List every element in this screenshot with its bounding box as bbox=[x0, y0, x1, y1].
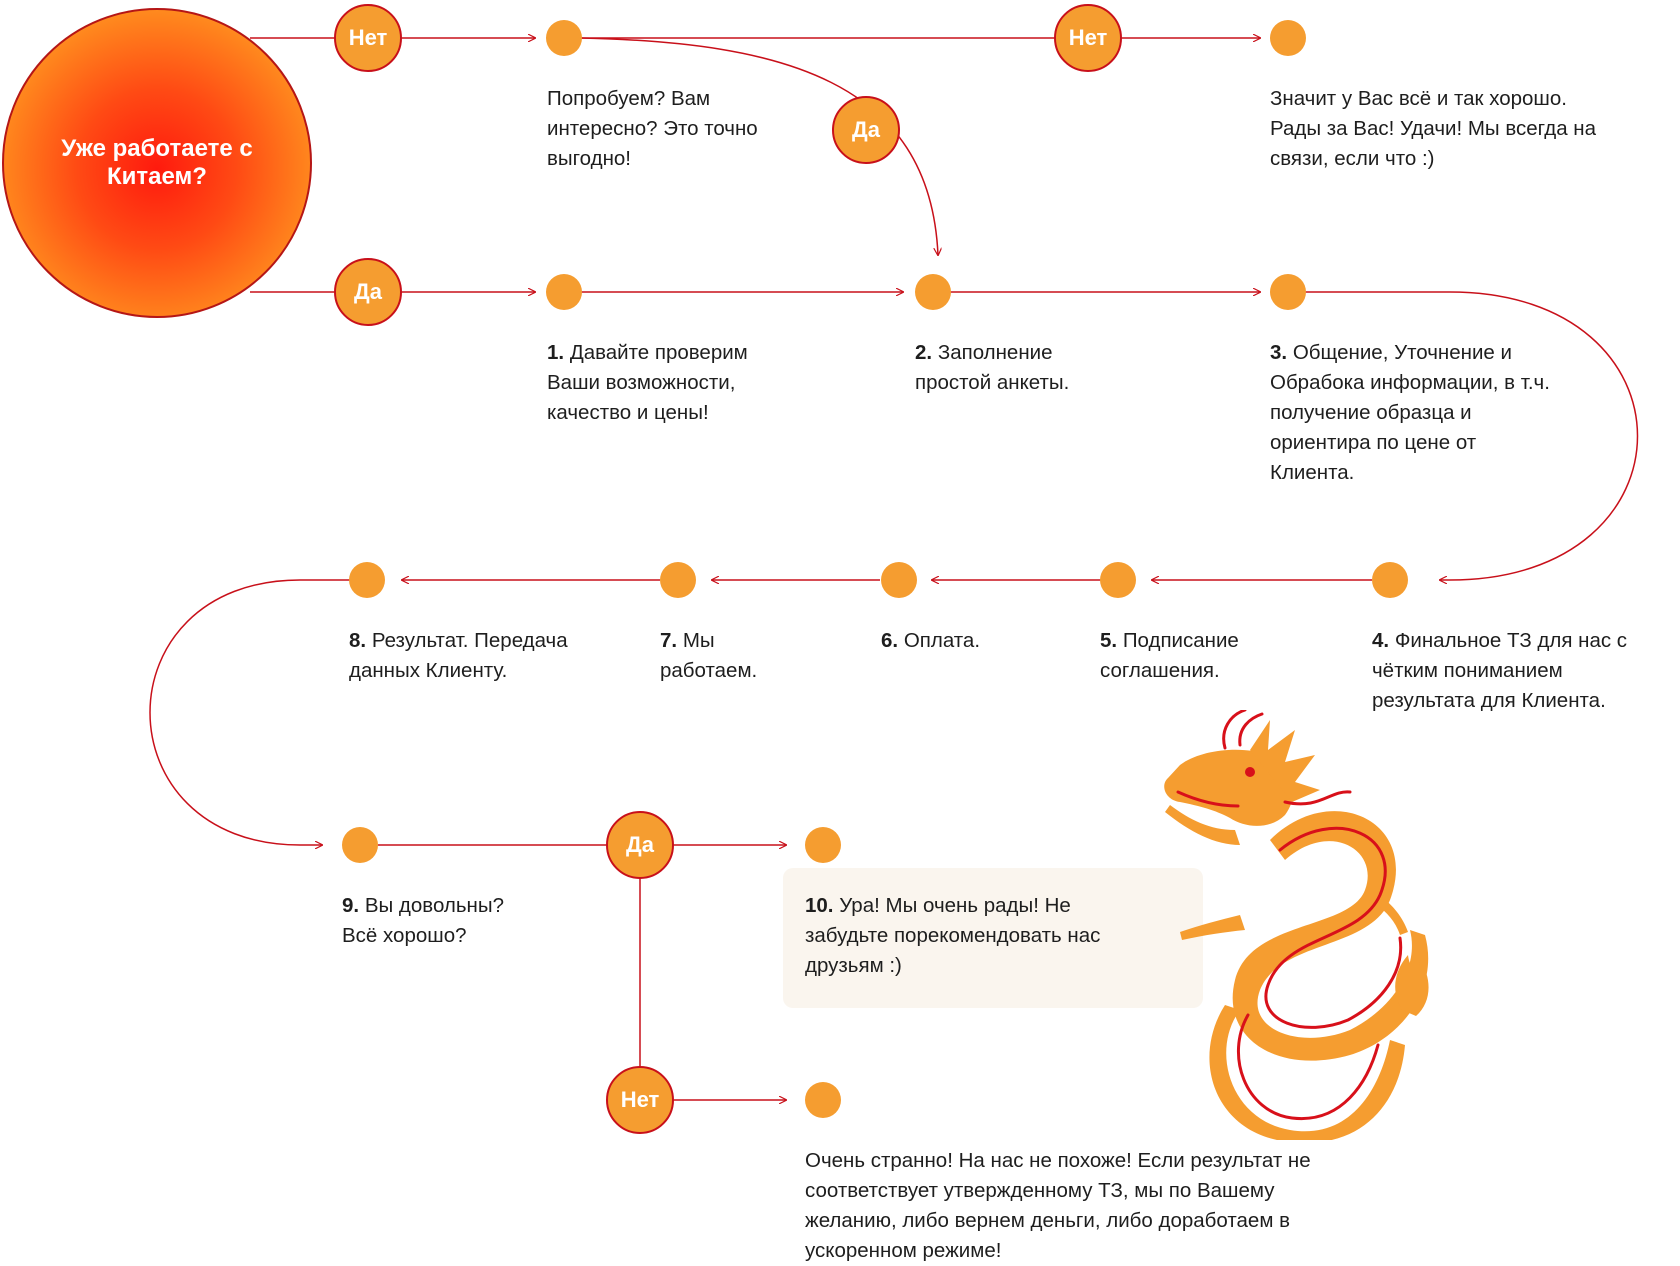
step-5-label: Подписание соглашения. bbox=[1100, 629, 1239, 682]
node-fine bbox=[1270, 20, 1306, 56]
step-10-card bbox=[783, 868, 1203, 1008]
node-step-5 bbox=[1100, 562, 1136, 598]
node-step-8 bbox=[349, 562, 385, 598]
step-3-text: 3. Общение, Уточнение и Обрабока информа… bbox=[1270, 338, 1560, 488]
step-8-number: 8. bbox=[349, 629, 367, 652]
node-strange bbox=[805, 1082, 841, 1118]
line-step8-step9-loop bbox=[149, 579, 367, 845]
step-10-text: 10. Ура! Мы очень рады! Не забудьте поре… bbox=[805, 891, 1115, 981]
step-4-number: 4. bbox=[1372, 629, 1390, 652]
step-2-number: 2. bbox=[915, 341, 933, 364]
badge-yes-try: Да bbox=[832, 96, 900, 164]
badge-yes-satisfied: Да bbox=[606, 811, 674, 879]
step-5-number: 5. bbox=[1100, 629, 1118, 652]
start-label: Уже работаете с Китаем? bbox=[61, 135, 253, 190]
badge-yes-start: Да bbox=[334, 258, 402, 326]
text-strange: Очень странно! На нас не похоже! Если ре… bbox=[805, 1149, 1311, 1262]
step-8-text: 8. Результат. Передача данных Клиенту. bbox=[349, 626, 569, 686]
step-6-label: Оплата. bbox=[903, 629, 981, 652]
step-10-number: 10. bbox=[805, 894, 834, 917]
step-1-number: 1. bbox=[547, 341, 565, 364]
node-step-10 bbox=[805, 827, 841, 863]
node-step-3 bbox=[1270, 274, 1306, 310]
step-7-number: 7. bbox=[660, 629, 678, 652]
node-try bbox=[546, 20, 582, 56]
start-circle: Уже работаете с Китаем? bbox=[2, 8, 312, 318]
step-3-number: 3. bbox=[1270, 341, 1288, 364]
step-2-label: Заполнение простой анкеты. bbox=[915, 341, 1070, 394]
badge-no-start: Нет bbox=[334, 4, 402, 72]
node-step-6 bbox=[881, 562, 917, 598]
badge-no-try: Нет bbox=[1054, 4, 1122, 72]
step-5-text: 5. Подписание соглашения. bbox=[1100, 626, 1300, 686]
step-10-label: Ура! Мы очень рады! Не забудьте порекоме… bbox=[805, 894, 1101, 977]
node-step-7 bbox=[660, 562, 696, 598]
line-step3-step4-loop bbox=[1305, 291, 1639, 580]
line-try-yes-curve bbox=[579, 37, 938, 255]
step-4-label: Финальное ТЗ для нас с чётким пониманием… bbox=[1372, 629, 1628, 712]
step-9-label: Вы довольны? Всё хорошо? bbox=[342, 894, 504, 947]
text-try: Попробуем? Вам интересно? Это точно выго… bbox=[547, 87, 758, 170]
step-1-label: Давайте проверим Ваши возможности, качес… bbox=[547, 341, 748, 424]
step-7-text: 7. Мы работаем. bbox=[660, 626, 810, 686]
step-7-label: Мы работаем. bbox=[660, 629, 758, 682]
step-9-text: 9. Вы довольны? Всё хорошо? bbox=[342, 891, 542, 951]
node-step-1 bbox=[546, 274, 582, 310]
dragon-icon bbox=[1164, 710, 1429, 1140]
node-step-9 bbox=[342, 827, 378, 863]
step-1-text: 1. Давайте проверим Ваши возможности, ка… bbox=[547, 338, 787, 428]
node-step-2 bbox=[915, 274, 951, 310]
step-9-number: 9. bbox=[342, 894, 360, 917]
badge-no-satisfied: Нет bbox=[606, 1066, 674, 1134]
step-2-text: 2. Заполнение простой анкеты. bbox=[915, 338, 1125, 398]
step-3-label: Общение, Уточнение и Обрабока информации… bbox=[1270, 341, 1550, 484]
node-step-4 bbox=[1372, 562, 1408, 598]
text-fine: Значит у Вас всё и так хорошо. Рады за В… bbox=[1270, 87, 1597, 170]
step-4-text: 4. Финальное ТЗ для нас с чётким пониман… bbox=[1372, 626, 1652, 716]
step-6-number: 6. bbox=[881, 629, 899, 652]
step-8-label: Результат. Передача данных Клиенту. bbox=[349, 629, 568, 682]
step-6-text: 6. Оплата. bbox=[881, 626, 1081, 656]
